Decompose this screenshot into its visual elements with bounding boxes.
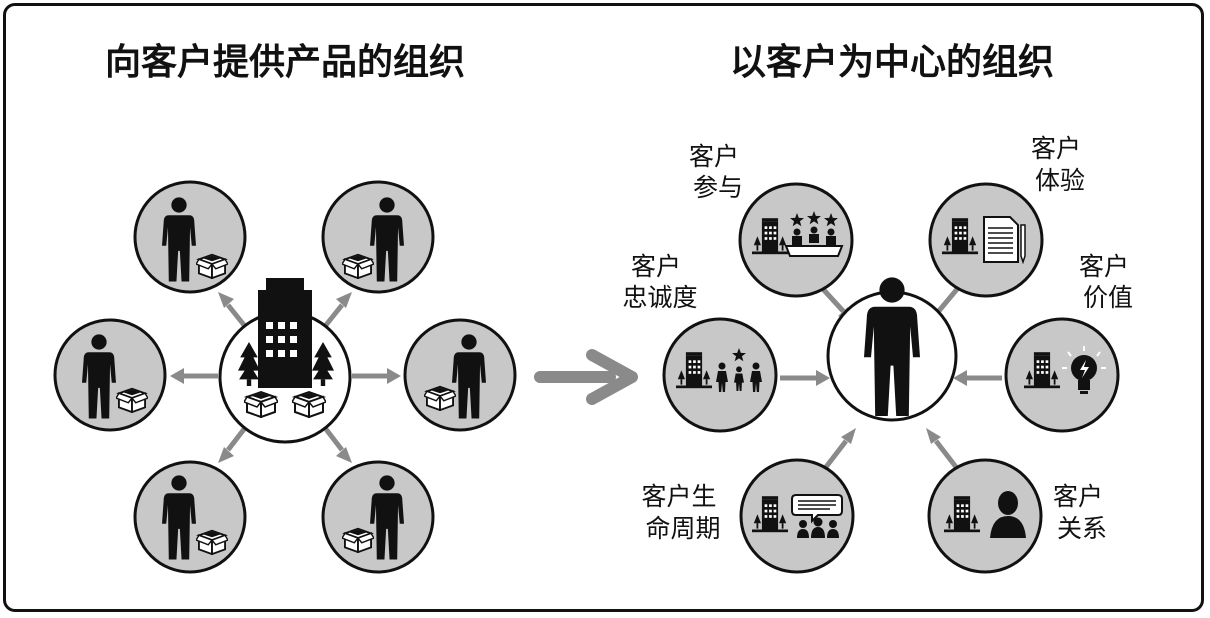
left-panel-title: 向客户提供产品的组织 xyxy=(105,42,465,83)
person-bust-icon xyxy=(990,491,1026,538)
node-customer-engagement xyxy=(738,182,854,298)
box-icon xyxy=(292,391,326,418)
box-icon xyxy=(424,385,456,411)
node-customer-loyalty xyxy=(662,317,778,433)
lightbulb-icon xyxy=(1062,346,1106,394)
diagram-frame xyxy=(3,3,1204,612)
document-icon xyxy=(983,216,1026,265)
node-customer-value xyxy=(1004,317,1120,433)
box-icon xyxy=(116,387,148,413)
box-icon xyxy=(342,527,374,553)
left-customer-node-top-right xyxy=(321,180,435,294)
box-icon xyxy=(196,253,228,279)
right-panel-title: 以客户为中心的组织 xyxy=(730,42,1054,83)
left-company-hub xyxy=(218,278,352,444)
left-customer-node-right xyxy=(403,318,517,432)
box-icon xyxy=(342,253,374,279)
left-customer-node-top-left xyxy=(133,180,247,294)
label-customer-loyalty: 客户 忠诚度 xyxy=(622,252,697,312)
transition-arrow xyxy=(534,349,638,405)
left-customer-node-left xyxy=(53,318,167,432)
node-customer-lifecycle xyxy=(739,458,855,574)
building-icon xyxy=(258,278,312,388)
center-customer-hub xyxy=(826,277,958,422)
label-customer-engagement: 客户 参与 xyxy=(689,142,747,202)
label-customer-lifecycle: 客户生 命周期 xyxy=(642,482,725,543)
box-icon xyxy=(244,391,278,418)
label-customer-experience: 客户 体验 xyxy=(1031,134,1089,195)
left-customer-node-bottom-right xyxy=(321,460,435,574)
node-customer-experience xyxy=(928,182,1044,298)
speech-bubble-icon xyxy=(791,494,843,524)
label-customer-value: 客户 价值 xyxy=(1079,252,1137,312)
node-customer-relations xyxy=(927,458,1043,574)
audience-icon xyxy=(784,226,844,257)
left-customer-node-bottom-left xyxy=(133,460,247,574)
box-icon xyxy=(196,529,228,555)
audience-icon xyxy=(797,517,839,538)
label-customer-relations: 客户 关系 xyxy=(1053,482,1111,543)
